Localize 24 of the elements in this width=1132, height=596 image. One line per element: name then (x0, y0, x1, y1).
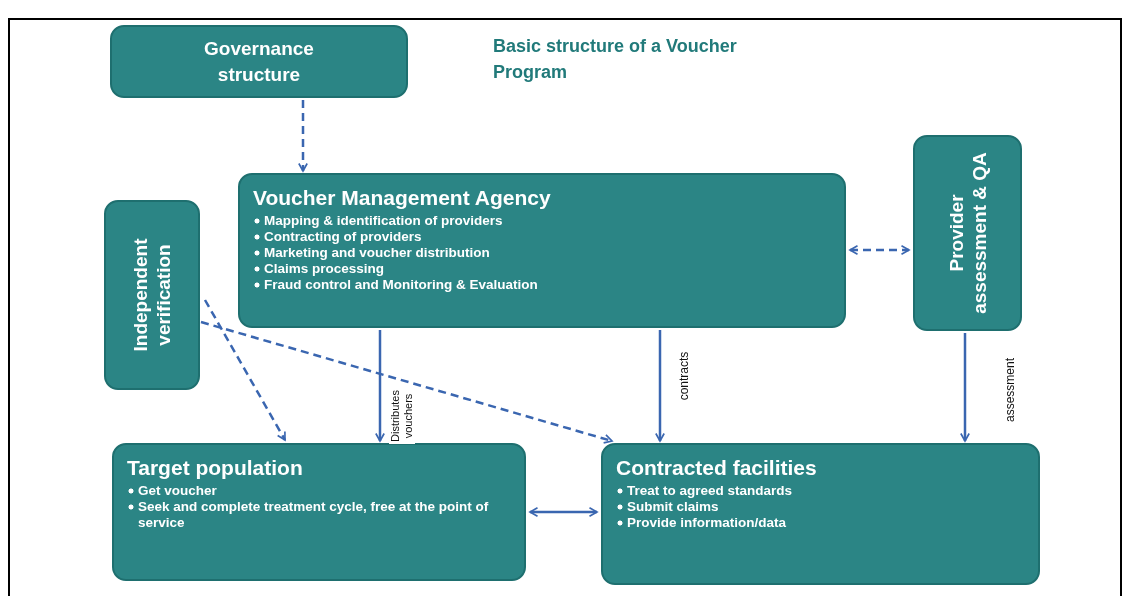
arrow (655, 330, 665, 442)
arrow (375, 330, 385, 442)
box-heading: Voucher Management Agency (253, 185, 552, 211)
box (104, 200, 200, 390)
process-box (601, 443, 1040, 585)
arrow (960, 333, 970, 442)
arrow (849, 245, 910, 255)
box-heading: Contracted facilities (616, 455, 818, 481)
box (913, 135, 1022, 331)
box-heading: Target population (127, 455, 304, 481)
diagram-title: Basic structure of a Voucher Program (493, 35, 738, 84)
arrow (200, 320, 613, 444)
edge-label: assessment (1003, 358, 1017, 422)
arrow (203, 299, 287, 441)
box-heading: Governance structure (203, 36, 315, 87)
box (110, 25, 408, 98)
arrow (529, 507, 598, 517)
arrow (298, 100, 308, 172)
box-heading: Provider assessment & QA (944, 151, 991, 316)
edge-label: contracts (677, 351, 691, 401)
process-box (112, 443, 526, 581)
process-box (238, 173, 846, 328)
box-heading: Independent verification (129, 237, 175, 354)
edge-label: Distributes vouchers (389, 388, 415, 444)
